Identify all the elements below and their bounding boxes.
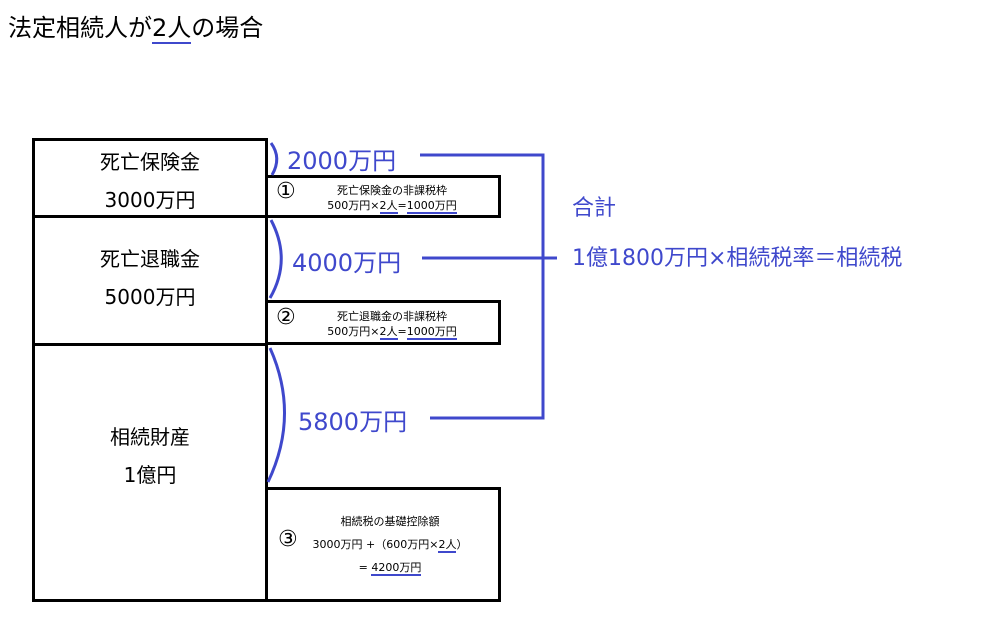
amount-2: 4000万円 [292, 249, 402, 277]
line-1 [420, 153, 545, 420]
brace-3 [266, 347, 286, 483]
amount-3: 5800万円 [298, 408, 408, 436]
amount-1: 2000万円 [287, 147, 397, 175]
basic-deduction-box: ③ 相続税の基礎控除額 3000万円 +（600万円×2人） = 4200万円 [265, 487, 501, 602]
total-formula: 1億1800万円×相続税率＝相続税 [572, 246, 903, 271]
brace-1 [269, 142, 279, 176]
total-label: 合計 [572, 196, 617, 221]
brace-2 [268, 219, 283, 299]
exemption-box-1: ① 死亡保険金の非課税枠 500万円×2人=1000万円 [265, 175, 501, 218]
exemption-box-2: ② 死亡退職金の非課税枠 500万円×2人=1000万円 [265, 300, 501, 345]
page-title: 法定相続人が2人の場合 [8, 14, 264, 44]
